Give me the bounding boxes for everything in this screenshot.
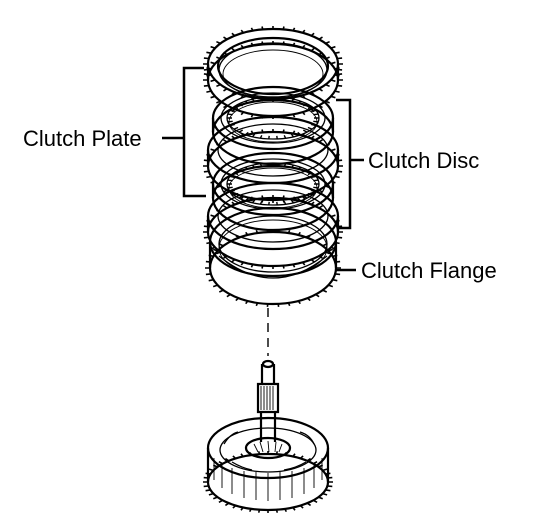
- flange-teeth: [205, 228, 341, 308]
- disc-2-inner-teeth: [227, 163, 319, 205]
- shaft-drum-assembly: [206, 359, 330, 512]
- clutch-ring-stack: [206, 27, 340, 306]
- disc-1-inner-teeth: [227, 97, 319, 139]
- clutch-disc-1: [211, 85, 335, 166]
- plate-1-top-teeth: [203, 26, 343, 102]
- plate-1-teeth: [203, 41, 343, 119]
- drum-teeth: [203, 451, 333, 513]
- clutch-disc-label: Clutch Disc: [368, 148, 479, 173]
- clutch-disc-bracket: [336, 98, 364, 230]
- gear-teeth-layer: [203, 26, 343, 513]
- plate-3-teeth: [203, 195, 343, 269]
- clutch-plate-label: Clutch Plate: [23, 126, 142, 151]
- clutch-flange-label: Clutch Flange: [361, 258, 497, 283]
- plate-2-teeth: [203, 129, 343, 203]
- clutch-plate-bracket: [162, 66, 206, 198]
